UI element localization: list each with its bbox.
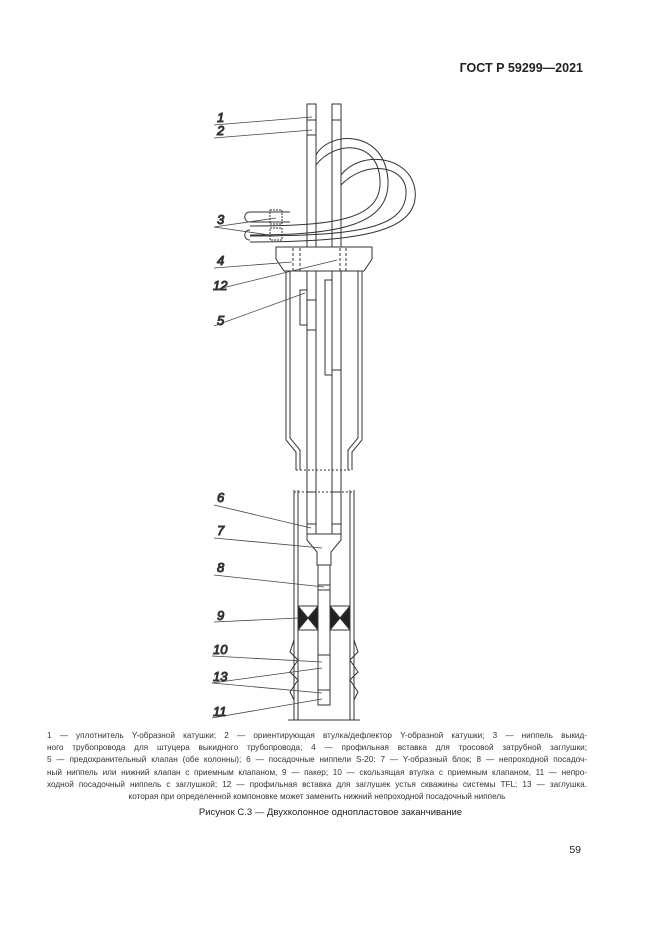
callout-3: 3 [217,212,225,227]
callout-12: 12 [213,278,228,293]
legend-line: 5 — предохранительный клапан (обе колонн… [47,755,587,765]
casing-lower [294,490,354,720]
callout-7: 7 [217,523,225,538]
standard-header: ГОСТ Р 59299—2021 [459,61,583,75]
legend-line: 1 — уплотнитель Y-образной катушки; 2 — … [47,731,587,740]
leader-lines [212,117,337,718]
callout-10: 10 [213,642,228,657]
callout-5: 5 [217,313,225,328]
packer [298,606,350,630]
callout-8: 8 [217,560,225,575]
tubing-hanger [276,247,372,271]
figure-caption: Рисунок С.3 — Двухколонное однопластовое… [198,807,463,818]
legend-line: ного трубопровода для штуцера выкидного … [47,743,587,753]
callout-2: 2 [216,123,225,138]
legend-line: которая при определенной компоновке може… [128,792,506,802]
callout-6: 6 [217,490,225,505]
completion-diagram: 1 2 3 4 12 5 6 7 8 9 10 13 11 [0,0,661,730]
casing-upper [286,271,362,470]
callout-9: 9 [217,608,224,623]
figure-legend: 1 — уплотнитель Y-образной катушки; 2 — … [47,730,587,803]
legend-line: ный ниппель или нижний клапан с приемным… [47,767,587,777]
callout-11: 11 [213,704,227,719]
callout-1: 1 [217,110,224,125]
page-number: 59 [569,844,581,856]
legend-line: ходной посадочный ниппель с заглушкой; 1… [47,779,587,789]
callout-4: 4 [217,253,224,268]
callout-13: 13 [213,669,228,684]
y-spool-loops [245,139,416,242]
